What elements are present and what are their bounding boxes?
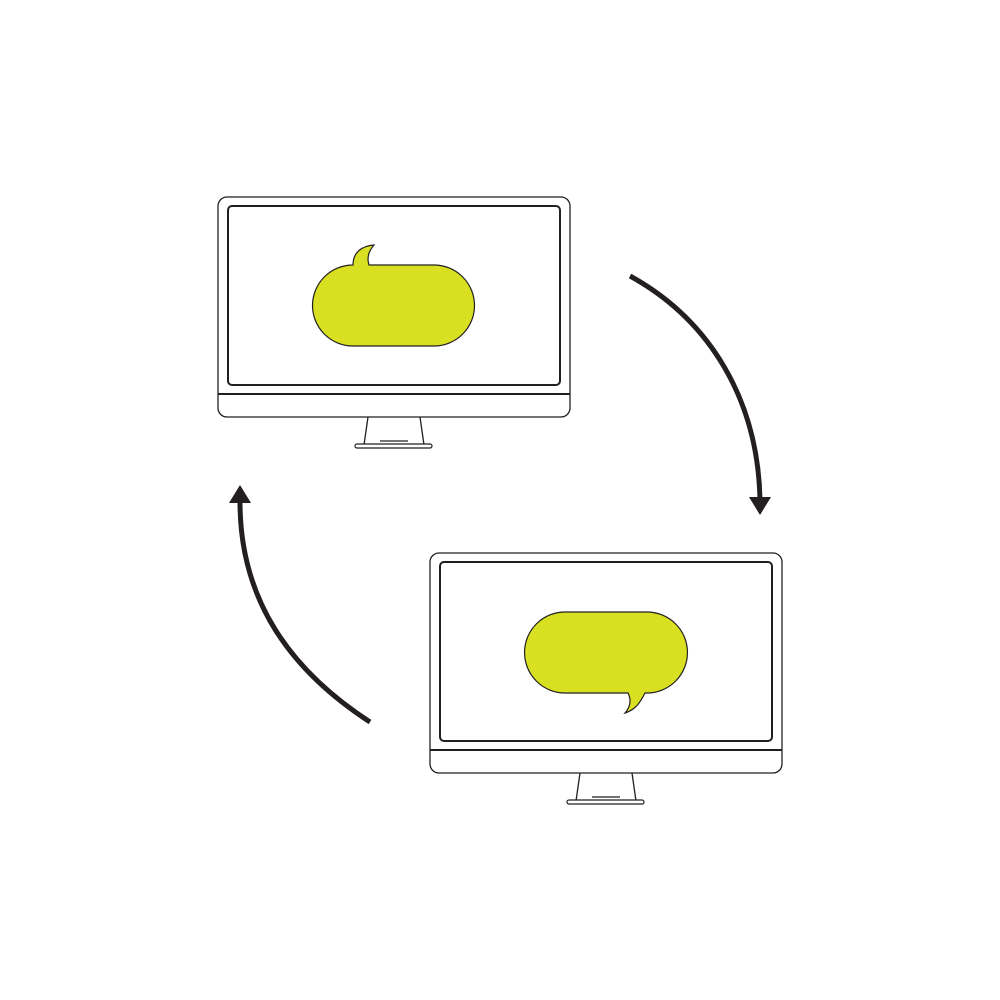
speech-bubble-icon	[311, 244, 476, 347]
speech-bubble-icon	[523, 611, 689, 715]
curved-arrow-icon	[229, 485, 372, 725]
curved-arrow-icon	[628, 273, 771, 515]
monitor-top	[217, 196, 571, 449]
